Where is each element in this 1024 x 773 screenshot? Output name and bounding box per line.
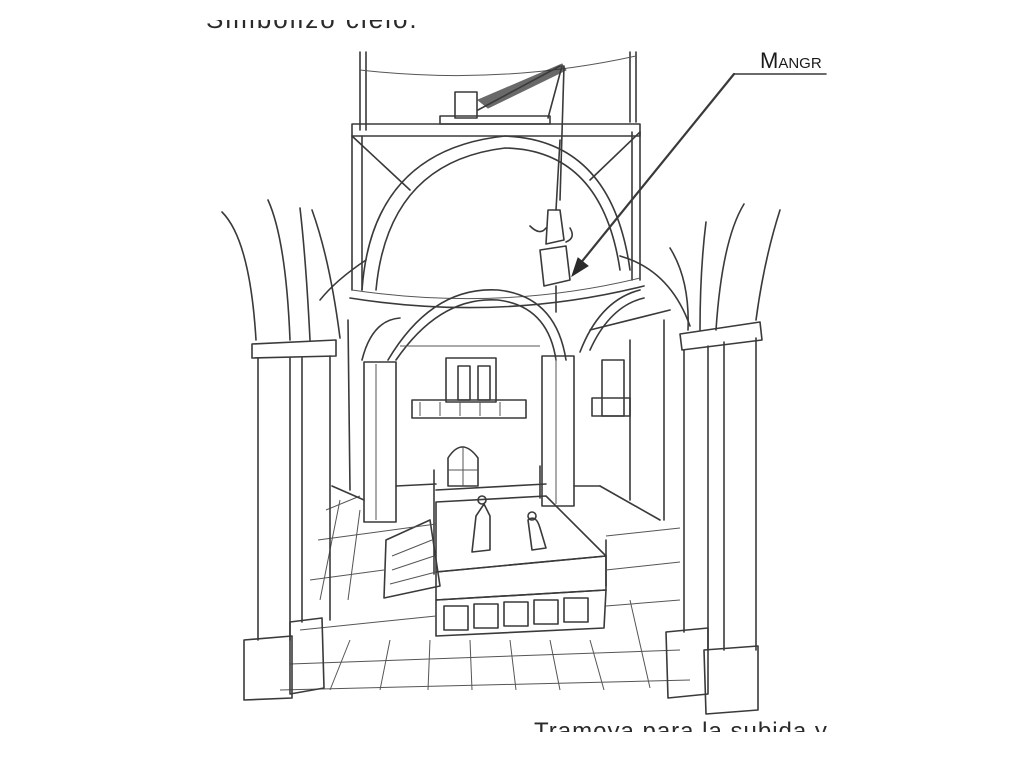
inner-arches: [361, 289, 645, 361]
mangrana-label: Mangr: [760, 48, 822, 73]
left-column: [221, 199, 367, 701]
floor-tiles: [279, 495, 691, 691]
stage-platform: [383, 465, 607, 637]
side-walls: [331, 319, 665, 521]
top-caption: Simbolizo cielo.: [206, 4, 419, 34]
back-wall: [400, 309, 671, 521]
dome-frame: [349, 123, 645, 309]
right-column: [619, 203, 781, 715]
bottom-caption: Tramoya para la subida y: [534, 718, 828, 745]
label-pointer: [571, 72, 827, 278]
hanging-figure: [529, 139, 574, 313]
central-piers: [363, 355, 575, 523]
